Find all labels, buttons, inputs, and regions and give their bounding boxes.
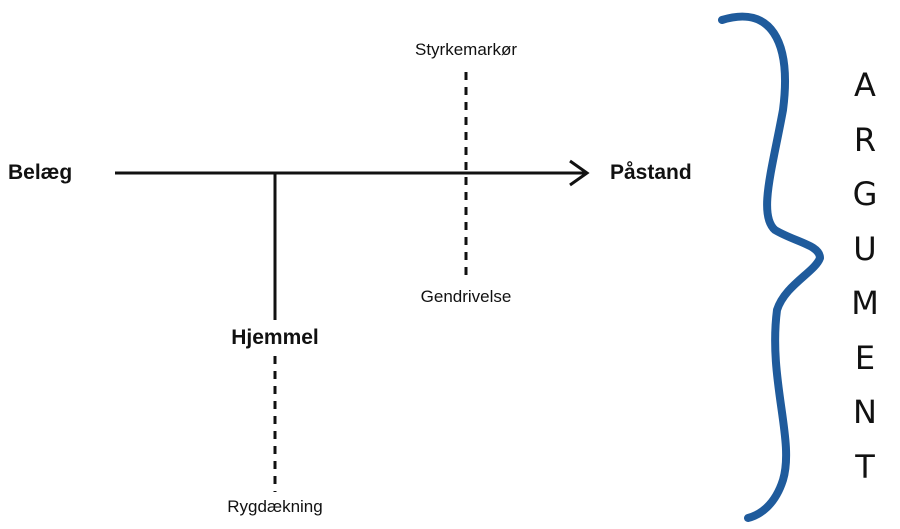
warrant-label: Hjemmel — [231, 326, 319, 349]
argument-vertical-text: A R G U M E N T — [843, 58, 887, 494]
data-label: Belæg — [8, 161, 73, 184]
argument-letter: R — [853, 120, 877, 159]
argument-letter: M — [851, 284, 879, 322]
argument-letter: G — [852, 175, 878, 213]
argument-letter: A — [854, 66, 876, 104]
rebuttal-label: Gendrivelse — [420, 287, 512, 306]
argument-brace — [718, 12, 824, 522]
argument-letter: U — [853, 229, 877, 268]
argument-letter: N — [853, 393, 877, 431]
argument-letter: T — [855, 447, 875, 486]
argument-letter: E — [854, 338, 876, 377]
main-arrow-head — [569, 159, 590, 187]
qualifier-label: Styrkemarkør — [415, 40, 517, 59]
claim-label: Påstand — [610, 161, 692, 184]
backing-label: Rygdækning — [227, 497, 323, 516]
